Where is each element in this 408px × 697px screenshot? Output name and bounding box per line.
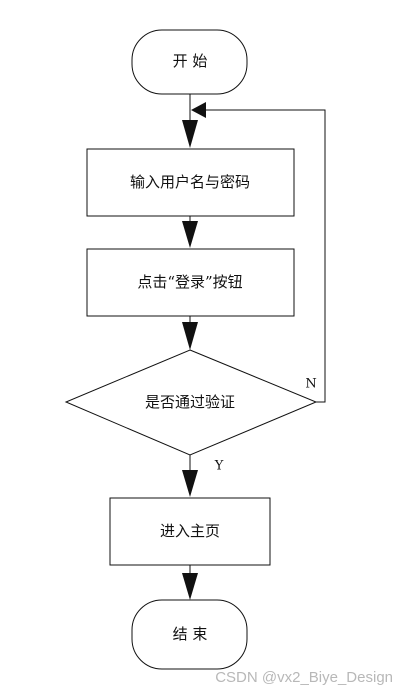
verify-decision-label: 是否通过验证 (145, 393, 235, 411)
no-branch-label: N (305, 377, 316, 392)
arrow-into-home (182, 470, 198, 497)
input-credentials-label: 输入用户名与密码 (130, 173, 250, 191)
watermark-text: CSDN @vx2_Biye_Design (215, 669, 393, 686)
click-login-label: 点击“登录”按钮 (137, 273, 242, 291)
end-node-label: 结 束 (173, 625, 208, 643)
enter-home-label: 进入主页 (160, 522, 220, 540)
arrow-no-loop (191, 102, 206, 118)
arrow-into-input (182, 120, 198, 148)
arrow-into-click (182, 221, 198, 248)
arrow-into-end (182, 573, 198, 600)
end-node (131, 599, 248, 670)
connector-no-loop (206, 109, 326, 403)
start-node-label: 开 始 (173, 52, 208, 70)
arrow-into-verify (182, 322, 198, 350)
yes-branch-label: Y (214, 459, 224, 474)
input-credentials-node (86, 148, 295, 217)
